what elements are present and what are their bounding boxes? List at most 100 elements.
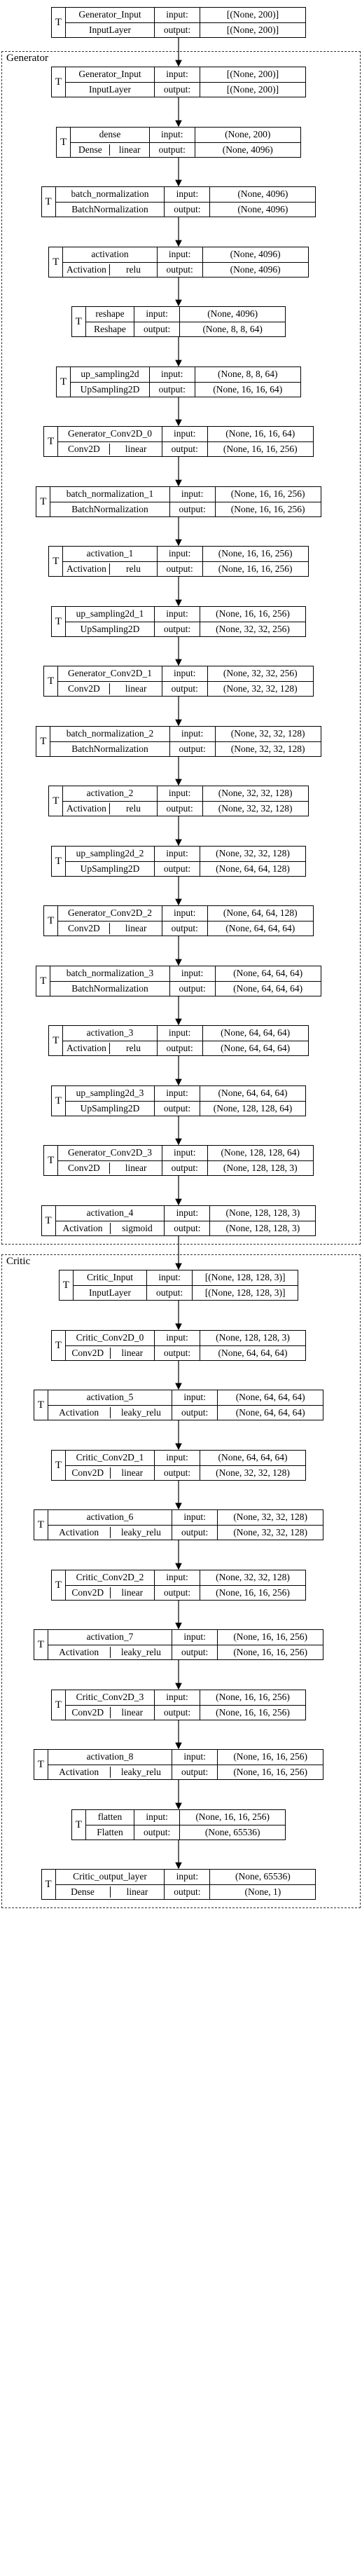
output-shape: (None, 8, 8, 64) — [202, 323, 263, 334]
trainable-marker: T — [57, 128, 71, 157]
layer-name: Generator_Conv2D_3 — [58, 1146, 162, 1161]
input-shape: (None, 4096) — [207, 308, 258, 320]
output-shape: (None, 32, 32, 128) — [216, 1467, 290, 1478]
layer-type: Conv2D — [67, 683, 100, 694]
layer-type: Activation — [66, 1042, 106, 1053]
layer-activation: leaky_relu — [109, 1646, 172, 1658]
input-label: input: — [170, 727, 216, 741]
input-label: input: — [172, 1390, 218, 1405]
input-shape: (None, 64, 64, 64) — [235, 1392, 305, 1403]
input-label: input: — [155, 8, 200, 22]
input-label: input: — [155, 847, 200, 861]
trainable-marker: T — [34, 1390, 48, 1420]
layer-type: UpSampling2D — [80, 383, 140, 395]
input-shape: (None, 128, 128, 3) — [225, 1207, 300, 1219]
input-label: input: — [150, 367, 195, 382]
layer-type: BatchNormalization — [71, 203, 148, 214]
output-shape: (None, 32, 32, 128) — [223, 683, 298, 694]
layer-name: Generator_Conv2D_0 — [58, 427, 162, 442]
output-shape: (None, 32, 32, 256) — [216, 623, 290, 634]
input-label: input: — [170, 966, 216, 981]
layer-type: Activation — [59, 1406, 99, 1418]
input-shape: (None, 32, 32, 128) — [233, 1512, 308, 1523]
trainable-marker: T — [52, 67, 66, 97]
trainable-marker: T — [49, 547, 64, 576]
trainable-marker: T — [36, 727, 51, 756]
layer-activation: leaky_relu — [109, 1406, 172, 1418]
output-label: output: — [147, 1285, 193, 1300]
trainable-marker: T — [49, 247, 64, 277]
input-label: input: — [155, 67, 200, 82]
output-label: output: — [155, 861, 200, 876]
trainable-marker: T — [60, 1270, 74, 1300]
trainable-marker: T — [52, 1331, 66, 1360]
output-shape: (None, 128, 128, 3) — [225, 1222, 300, 1233]
layer-name: activation_8 — [48, 1750, 172, 1765]
layer-name: batch_normalization_1 — [50, 487, 169, 502]
output-label: output: — [162, 441, 208, 456]
output-label: output: — [155, 1705, 200, 1720]
layer-type: Conv2D — [71, 1706, 104, 1718]
output-label: output: — [170, 981, 216, 996]
layer-name: Critic_Conv2D_3 — [66, 1690, 154, 1706]
layer-type: Activation — [59, 1766, 99, 1777]
input-label: input: — [162, 427, 208, 441]
output-label: output: — [172, 1645, 218, 1659]
layer-name: Generator_Input — [66, 67, 154, 83]
trainable-marker: T — [34, 1750, 48, 1779]
output-shape: (None, 4096) — [237, 203, 288, 214]
input-shape: (None, 65536) — [235, 1871, 291, 1882]
input-label: input: — [158, 786, 203, 801]
input-shape: (None, 16, 16, 256) — [233, 1631, 308, 1643]
layer-name: Generator_Conv2D_2 — [58, 906, 162, 922]
input-label: input: — [155, 1451, 200, 1465]
input-shape: (None, 8, 8, 64) — [218, 369, 278, 380]
layer-name: activation_7 — [48, 1630, 172, 1645]
layer-activation: leaky_relu — [109, 1766, 172, 1778]
output-label: output: — [158, 1041, 203, 1055]
layer-activation: relu — [109, 263, 156, 275]
output-label: output: — [172, 1405, 218, 1420]
layer-type: Dense — [71, 1886, 95, 1897]
layer-type: Conv2D — [67, 1162, 100, 1173]
layer-type: BatchNormalization — [71, 743, 148, 754]
trainable-marker: T — [52, 607, 66, 636]
input-label: input: — [165, 1206, 211, 1221]
layer-activation: linear — [109, 922, 161, 934]
output-shape: [(None, 200)] — [226, 83, 279, 95]
input-label: input: — [134, 1810, 181, 1825]
input-label: input: — [134, 307, 181, 322]
layer-type: InputLayer — [89, 83, 131, 95]
output-shape: (None, 64, 64, 128) — [216, 863, 290, 874]
layer-name: batch_normalization_2 — [50, 727, 169, 742]
output-label: output: — [150, 382, 195, 397]
output-shape: (None, 32, 32, 128) — [218, 802, 293, 814]
trainable-marker: T — [44, 1146, 59, 1175]
layer-type: Conv2D — [67, 922, 100, 933]
layer-activation: relu — [109, 563, 156, 575]
trainable-marker: T — [36, 966, 51, 996]
input-label: input: — [155, 1331, 200, 1345]
layer-type: Reshape — [94, 323, 126, 334]
output-label: output: — [162, 1160, 208, 1175]
input-shape: (None, 128, 128, 64) — [221, 1147, 300, 1158]
output-label: output: — [170, 741, 216, 756]
output-shape: (None, 16, 16, 256) — [216, 1706, 290, 1718]
input-shape: (None, 16, 16, 256) — [195, 1811, 270, 1823]
output-shape: (None, 32, 32, 128) — [230, 743, 305, 754]
input-label: input: — [158, 1026, 203, 1041]
output-shape: [(None, 128, 128, 3)] — [204, 1287, 286, 1298]
output-label: output: — [172, 1765, 218, 1779]
trainable-marker: T — [52, 1086, 66, 1116]
input-shape: (None, 32, 32, 128) — [230, 728, 305, 739]
